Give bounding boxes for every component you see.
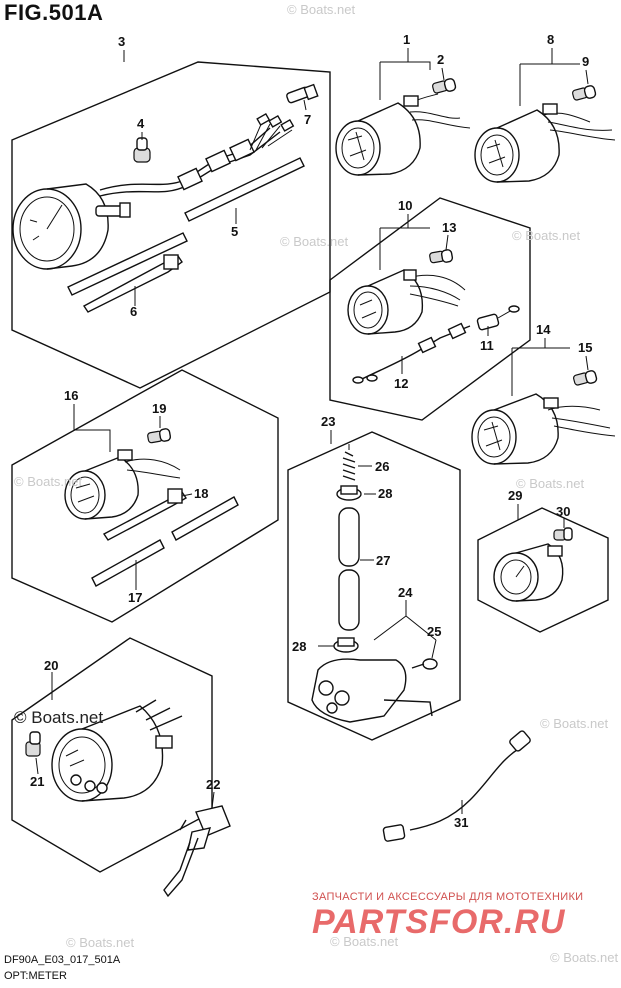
spring-26 [342,444,356,481]
watermark-boats: © Boats.net [512,228,581,243]
callout-24: 24 [398,585,413,600]
group-10-panel [329,197,531,421]
callout-18: 18 [194,486,208,501]
callout-8: 8 [547,32,554,47]
brand-logo: PARTSFOR.RU [312,903,566,941]
harness-31 [382,730,531,842]
callout-28-bottom: 28 [292,639,306,654]
sender-22 [163,805,231,898]
callout-31: 31 [454,815,468,830]
gauge-8 [474,103,616,183]
watermark-boats: © Boats.net [14,474,83,489]
bulb-9 [572,85,597,101]
bulb-2 [432,78,457,94]
callouts: 3 1 2 8 9 4 7 5 6 10 13 11 12 14 15 16 1… [30,32,592,830]
figure-caption: OPT:METER [4,970,67,982]
bulb-21 [25,731,41,757]
hose-27 [338,507,360,631]
watermark-boats: © Boats.net [66,935,135,950]
bulb-13 [429,249,454,264]
gauge-1 [335,93,471,176]
watermark-boats: © Boats.net [280,234,349,249]
callout-23: 23 [321,414,335,429]
gauge-14 [471,393,616,465]
gauge-29 [493,543,564,602]
callout-1: 1 [403,32,410,47]
callout-30: 30 [556,504,570,519]
gauge-16 [64,449,181,520]
callout-21: 21 [30,774,44,789]
callout-27: 27 [376,553,390,568]
callout-10: 10 [398,198,412,213]
bulb-15 [573,370,598,386]
callout-20: 20 [44,658,58,673]
watermark-boats: © Boats.net [330,934,399,949]
pitot-24 [311,658,433,723]
clip-28-bottom [333,637,359,653]
callout-4: 4 [137,116,145,131]
callout-9: 9 [582,54,589,69]
watermark-boats-dark: © Boats.net [14,708,104,727]
bulb-30 [553,527,573,541]
bulb-19 [147,428,172,444]
sleeve-17 [91,496,239,587]
callout-26: 26 [375,459,389,474]
gauge-10 [347,269,466,335]
callout-17: 17 [128,590,142,605]
group-29-panel [477,507,609,633]
callout-16: 16 [64,388,78,403]
callout-11: 11 [480,338,494,353]
callout-29: 29 [508,488,522,503]
callout-28-top: 28 [378,486,392,501]
figure-code: DF90A_E03_017_501A [4,954,121,966]
clip-28-top [336,485,362,501]
watermark-boats: © Boats.net [540,716,609,731]
gauge-20 [51,699,183,802]
watermark-boats: © Boats.net [516,476,585,491]
callout-3: 3 [118,34,125,49]
callout-5: 5 [231,224,238,239]
callout-12: 12 [394,376,408,391]
gauge-3-assembly [12,83,319,313]
group-23-panel [287,431,461,741]
harness-12 [352,322,471,384]
watermark-boats: © Boats.net [550,950,619,965]
callout-19: 19 [152,401,166,416]
brand-tagline: ЗАПЧАСТИ И АКСЕССУАРЫ ДЛЯ МОТОТЕХНИКИ [312,891,584,903]
screw-25 [411,658,438,670]
callout-13: 13 [442,220,456,235]
group-20-panel [11,637,213,873]
figure-title: FIG.501A [4,0,104,25]
callout-6: 6 [130,304,137,319]
group-16-panel [11,369,279,623]
connector-11 [476,305,520,331]
callout-25: 25 [427,624,441,639]
callout-2: 2 [437,52,444,67]
callout-22: 22 [206,777,220,792]
callout-14: 14 [536,322,551,337]
leader-lines [35,48,589,814]
watermark-boats: © Boats.net [287,2,356,17]
callout-15: 15 [578,340,592,355]
callout-7: 7 [304,112,311,127]
